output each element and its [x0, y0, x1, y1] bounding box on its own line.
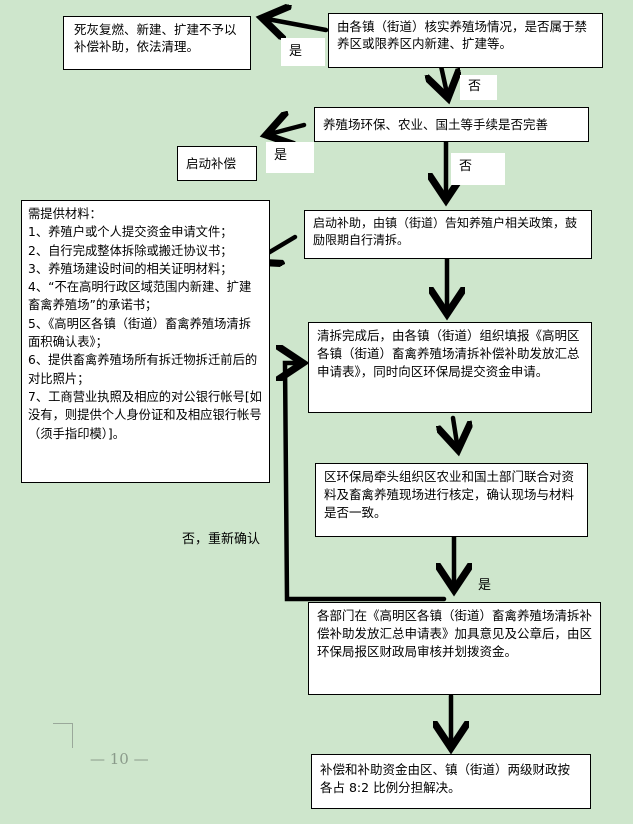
node-check-zone: 由各镇（街道）核实养殖场情况，是否属于禁养区或限养区内新建、扩建等。	[328, 13, 603, 68]
arrow-procedures-to-start-compensation	[266, 125, 307, 135]
page-number: — 10 —	[90, 750, 149, 768]
node-joint-verification: 区环保局牵头组织区农业和国土部门联合对资料及畜禽养殖现场进行核定，确认现场与材料…	[315, 463, 588, 537]
page-corner-mark	[53, 723, 73, 748]
node-department-opinion: 各部门在《高明区各镇（街道）畜禽养殖场清拆补偿补助发放汇总申请表》加具意见及公章…	[308, 602, 601, 695]
arrow-after-demolition-to-verification	[453, 415, 458, 450]
node-funding-split: 补偿和补助资金由区、镇（街道）两级财政按各占 8:2 比例分担解决。	[311, 754, 591, 809]
arrow-check-to-procedures	[441, 63, 448, 98]
label-no-1: 否	[460, 75, 497, 100]
node-no-compensation: 死灰复燃、新建、扩建不予以补偿补助，依法清理。	[63, 16, 251, 70]
label-no-2: 否	[451, 153, 505, 185]
node-after-demolition: 清拆完成后，由各镇（街道）组织填报《高明区各镇（街道）畜禽养殖场清拆补偿补助发放…	[308, 322, 592, 413]
arrow-check-to-no-compensation	[262, 18, 329, 30]
node-start-subsidy: 启动补助，由镇（街道）告知养殖户相关政策，鼓励限期自行清拆。	[304, 210, 592, 259]
node-start-compensation: 启动补偿	[177, 146, 257, 181]
label-yes-2: 是	[266, 142, 314, 173]
label-yes-3: 是	[478, 578, 492, 593]
node-materials: 需提供材料： 1、养殖户或个人提交资金申请文件； 2、自行完成整体拆除或搬迁协议…	[21, 200, 270, 483]
label-no-reconfirm: 否，重新确认	[182, 532, 261, 547]
label-yes-1: 是	[281, 38, 325, 66]
node-procedures-complete: 养殖场环保、农业、国土等手续是否完善	[314, 107, 589, 142]
